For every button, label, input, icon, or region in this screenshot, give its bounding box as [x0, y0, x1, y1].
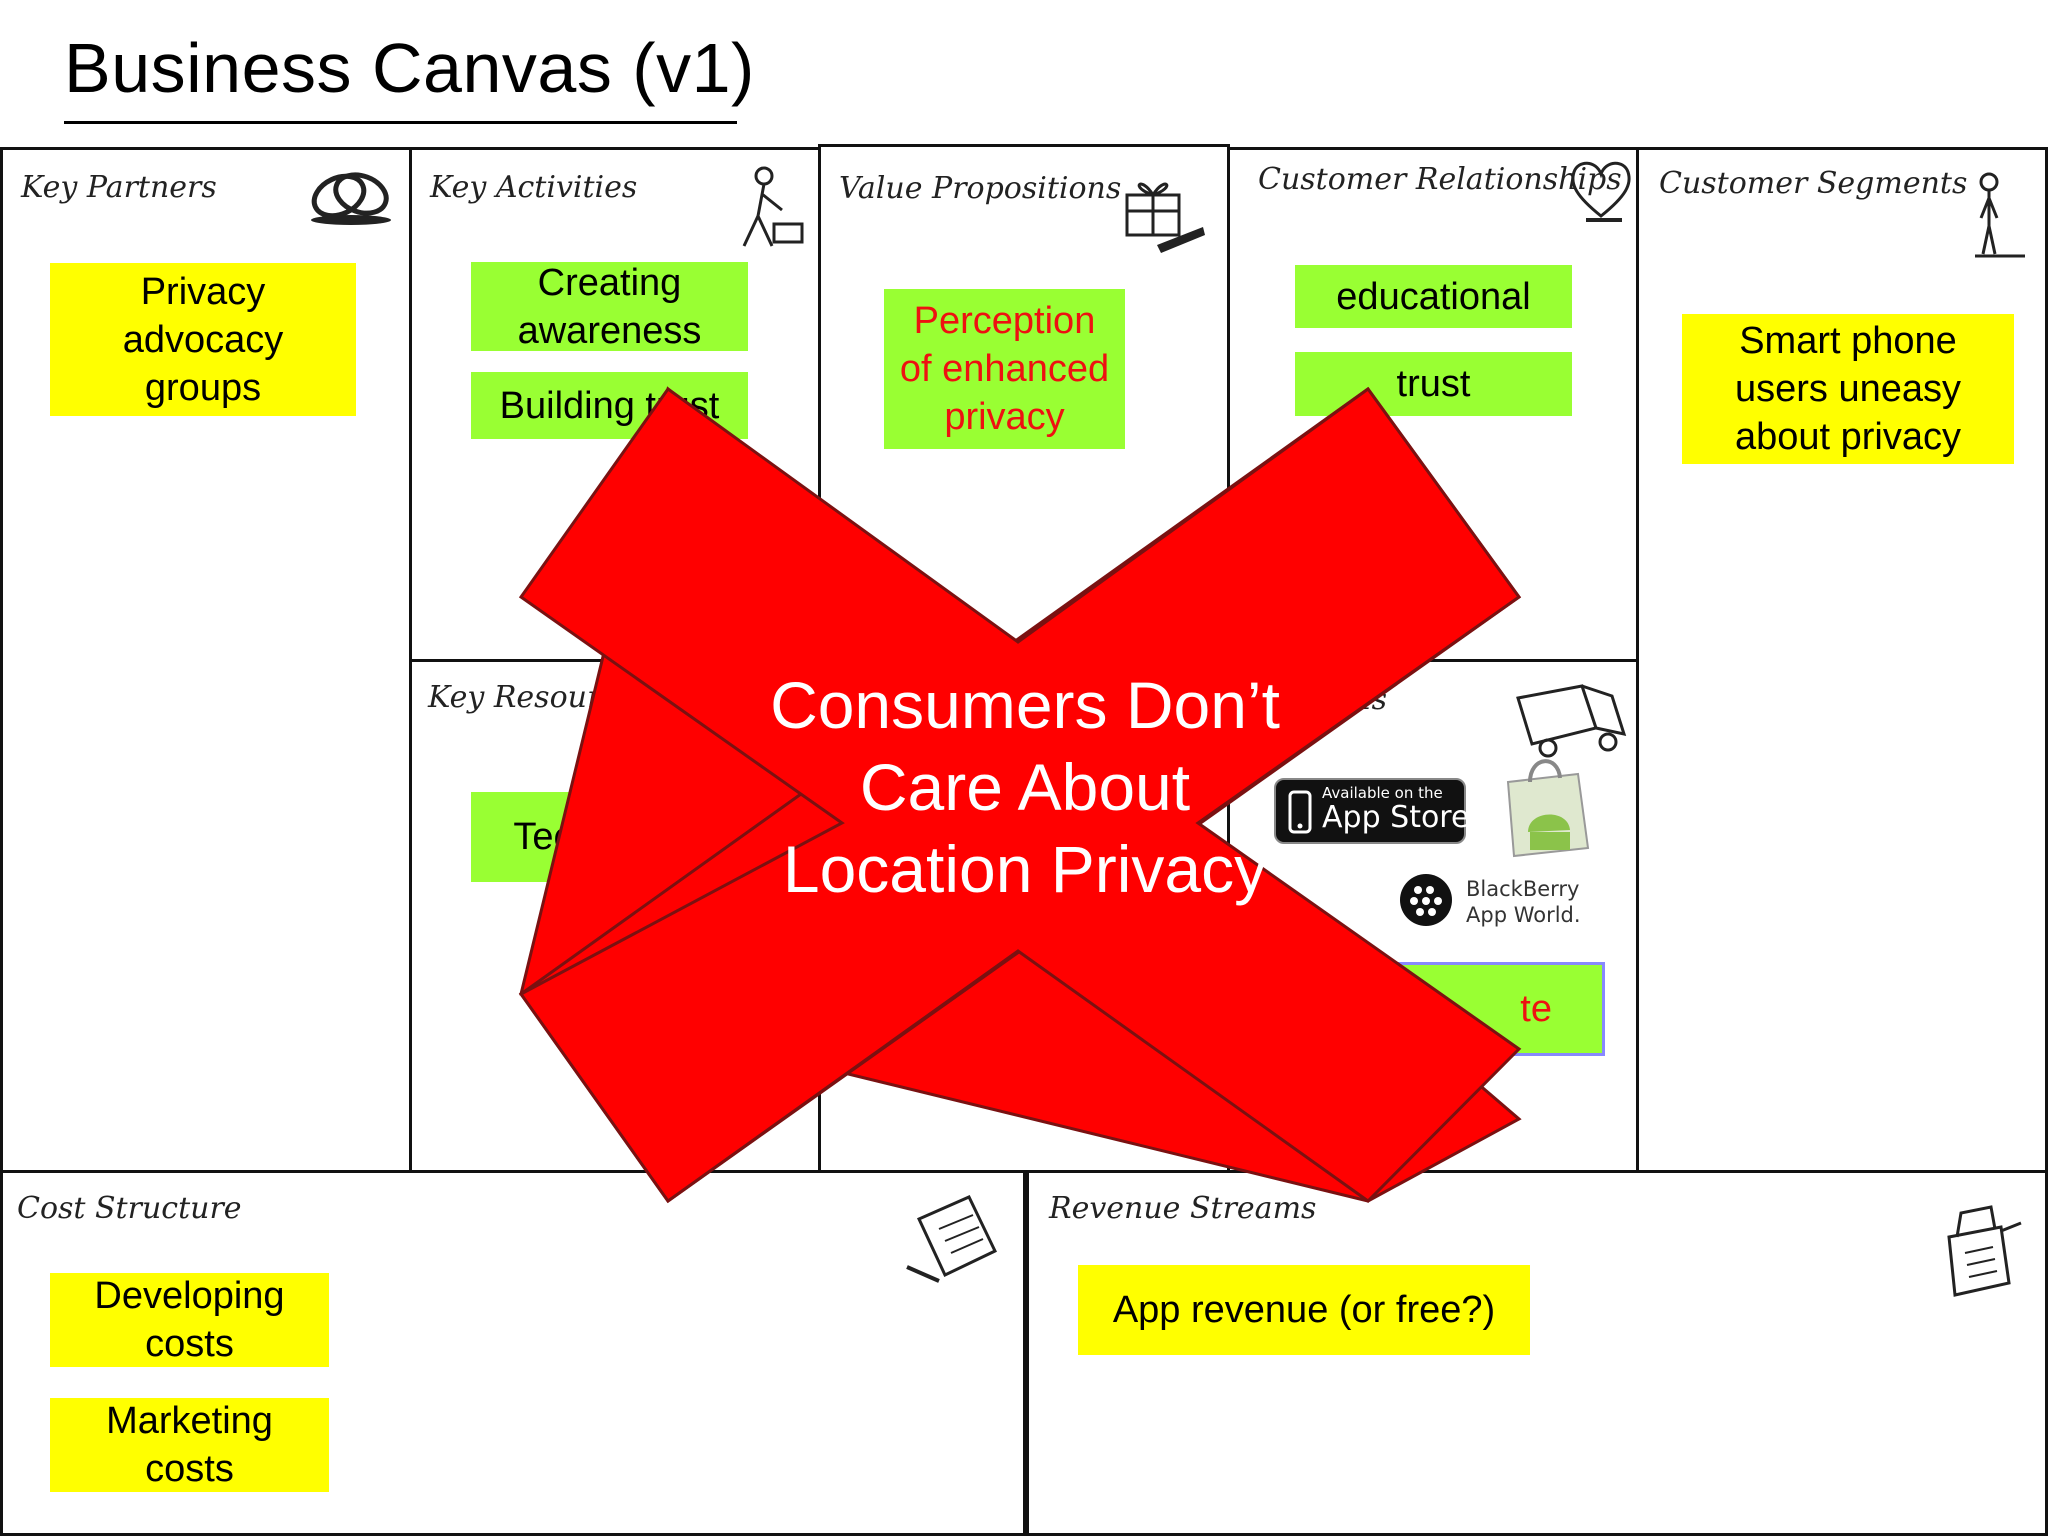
note-privacy-advocacy: Privacy advocacy groups	[50, 263, 356, 416]
key-partners-title: Key Partners	[21, 170, 217, 205]
key-activities-title: Key Activities	[430, 170, 638, 205]
key-partners-cell: Key Partners Privacy advocacy groups	[0, 147, 412, 1173]
phone-icon	[1288, 790, 1312, 834]
customer-relationships-title: Customer Relationships	[1258, 162, 1622, 197]
revenue-streams-cell: Revenue Streams App revenue (or free?)	[1026, 1170, 2048, 1536]
chain-links-icon	[311, 172, 391, 225]
gift-icon	[1125, 182, 1205, 253]
blackberry-icon	[1400, 874, 1452, 926]
revenue-streams-title: Revenue Streams	[1049, 1191, 1317, 1226]
person-icon	[1975, 172, 2025, 258]
truck-icon	[1516, 684, 1627, 758]
cost-structure-title: Cost Structure	[17, 1191, 242, 1226]
title-underline	[64, 121, 737, 124]
note-creating-awareness: Creating awareness	[471, 262, 748, 352]
customer-segments-cell: Customer Segments Smart phone users unea…	[1636, 147, 2048, 1173]
price-tag-icon	[906, 1195, 998, 1283]
overlay-line-1: Consumers Don’t	[770, 668, 1280, 742]
overlay-message: Consumers Don’t Care About Location Priv…	[700, 664, 1350, 910]
note-trust: trust	[1295, 352, 1572, 416]
worker-icon	[742, 166, 804, 247]
app-store-big-text: App Store	[1322, 800, 1470, 835]
overlay-line-2: Care About	[859, 750, 1191, 824]
x-shape	[518, 386, 1522, 1204]
customer-segments-title: Customer Segments	[1659, 166, 1968, 201]
note-educational: educational	[1295, 265, 1572, 328]
value-propositions-title: Value Propositions	[839, 171, 1122, 206]
note-developing-costs: Developing costs	[50, 1273, 329, 1367]
cash-register-icon	[1947, 1205, 2022, 1297]
android-bag-icon	[1506, 759, 1590, 858]
overlay-line-3: Location Privacy	[782, 832, 1268, 906]
app-store-small-text: Available on the	[1322, 784, 1443, 802]
blackberry-app-world-text: BlackBerry App World.	[1466, 876, 1581, 928]
note-app-revenue: App revenue (or free?)	[1078, 1265, 1530, 1355]
cost-structure-cell: Cost Structure Developing costs Marketin…	[0, 1170, 1026, 1536]
note-marketing-costs: Marketing costs	[50, 1398, 329, 1492]
note-smart-phone-users: Smart phone users uneasy about privacy	[1682, 314, 2014, 464]
app-store-badge[interactable]: Available on the App Store	[1274, 778, 1470, 844]
blackberry-line1: BlackBerry	[1466, 877, 1580, 901]
blackberry-line2: App World.	[1466, 903, 1581, 927]
heart-icon	[1571, 161, 1631, 222]
slide-title: Business Canvas (v1)	[64, 29, 755, 107]
note-perception-enhanced-privacy: Perception of enhanced privacy	[884, 289, 1125, 449]
